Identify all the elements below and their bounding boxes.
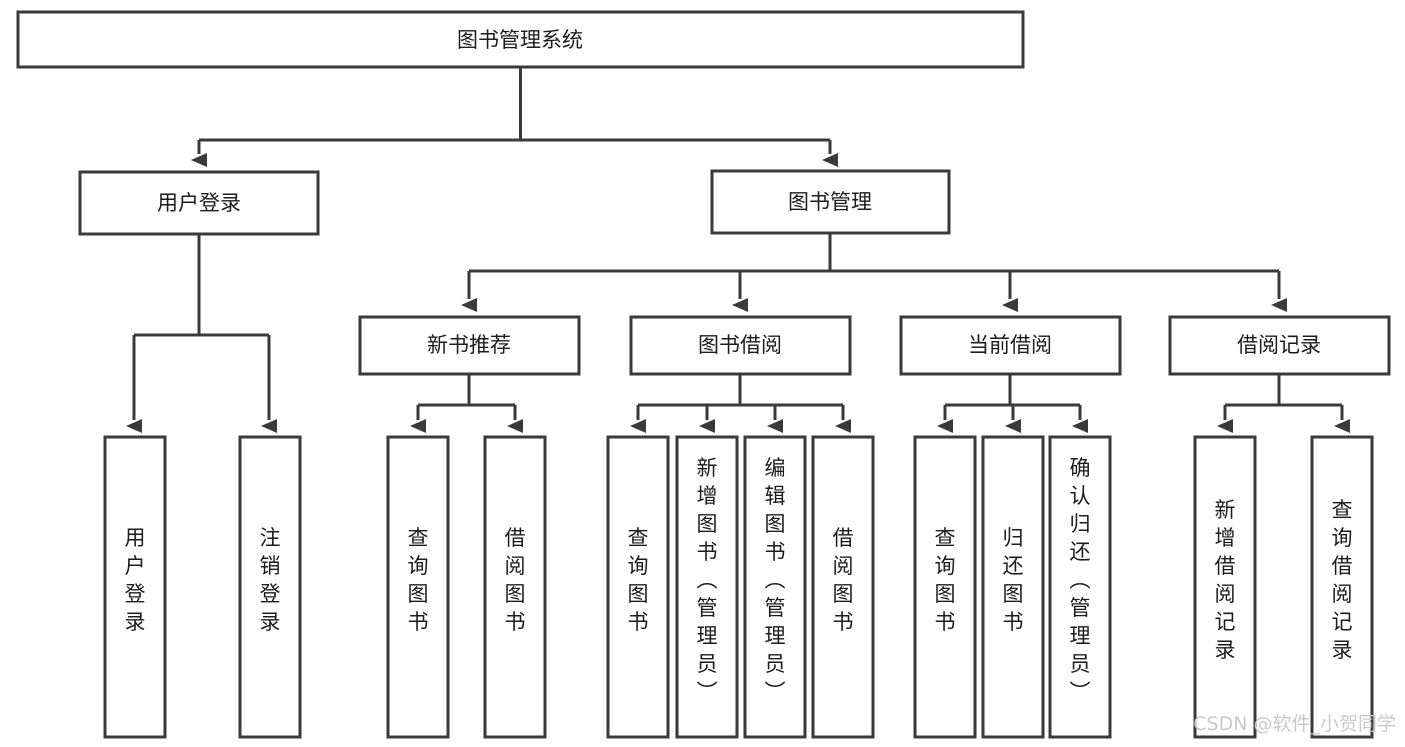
- node-root[interactable]: 图书管理系统: [16, 10, 1025, 69]
- node-leaf-add-record-label: 新增借阅记录: [1215, 498, 1236, 662]
- node-current-borrow[interactable]: 当前借阅: [899, 315, 1122, 376]
- node-book-manage-label: 图书管理: [788, 190, 872, 214]
- node-book-manage[interactable]: 图书管理: [710, 169, 951, 235]
- node-leaf-borrow-book-2[interactable]: 借阅图书: [811, 435, 875, 739]
- edge-recommend-bus: [410, 374, 523, 433]
- node-leaf-borrow-book-2-label: 借阅图书: [833, 526, 854, 634]
- node-new-book-recommend[interactable]: 新书推荐: [358, 315, 581, 376]
- node-current-borrow-box[interactable]: [899, 315, 1122, 376]
- node-leaf-borrow-book-2-box[interactable]: [811, 435, 875, 739]
- node-new-book-recommend-label: 新书推荐: [427, 333, 511, 357]
- node-root-box[interactable]: [16, 10, 1025, 69]
- node-leaf-query-book-1-label: 查询图书: [408, 526, 429, 634]
- node-book-manage-box[interactable]: [710, 169, 951, 235]
- node-book-borrow-box[interactable]: [629, 315, 852, 376]
- node-leaf-return-book-box[interactable]: [981, 435, 1045, 739]
- node-user-login[interactable]: 用户登录: [78, 170, 320, 236]
- node-leaf-query-book-3[interactable]: 查询图书: [913, 435, 977, 739]
- node-leaf-query-record-label: 查询借阅记录: [1332, 498, 1353, 662]
- node-leaf-confirm-return-box[interactable]: [1048, 435, 1112, 739]
- node-leaf-query-book-2[interactable]: 查询图书: [606, 435, 670, 739]
- node-book-borrow-label: 图书借阅: [698, 333, 782, 357]
- node-leaf-return-book[interactable]: 归还图书: [981, 435, 1045, 739]
- node-leaf-edit-book[interactable]: 编辑图书︵管理员︶: [743, 435, 807, 739]
- node-leaf-query-book-1-box[interactable]: [386, 435, 450, 739]
- node-current-borrow-label: 当前借阅: [968, 333, 1052, 357]
- edge-record-bus: [1217, 374, 1350, 433]
- node-leaf-user-login-label: 用户登录: [125, 526, 146, 634]
- node-borrow-record[interactable]: 借阅记录: [1168, 315, 1391, 376]
- node-leaf-query-record-box[interactable]: [1310, 435, 1374, 739]
- node-leaf-confirm-return-label: 确认归还︵管理员︶: [1070, 456, 1091, 704]
- node-leaf-add-record[interactable]: 新增借阅记录: [1193, 435, 1257, 739]
- leaf-nodes: 用户登录 注销登录 查询图书 借阅图书 查询图书: [103, 435, 1374, 739]
- node-leaf-confirm-return[interactable]: 确认归还︵管理员︶: [1048, 435, 1112, 739]
- node-leaf-edit-book-label: 编辑图书︵管理员︶: [765, 456, 786, 704]
- node-leaf-borrow-book-1[interactable]: 借阅图书: [483, 435, 547, 739]
- node-user-login-box[interactable]: [78, 170, 320, 236]
- node-leaf-user-login-box[interactable]: [103, 435, 167, 739]
- node-leaf-add-record-box[interactable]: [1193, 435, 1257, 739]
- node-borrow-record-box[interactable]: [1168, 315, 1391, 376]
- edge-current-bus: [937, 374, 1088, 433]
- node-leaf-edit-book-box[interactable]: [743, 435, 807, 739]
- node-layer: 图书管理系统 用户登录 图书管理 新书推荐 图书借阅: [16, 10, 1391, 739]
- connector-layer: [126, 67, 1350, 433]
- node-leaf-user-login[interactable]: 用户登录: [103, 435, 167, 739]
- node-leaf-borrow-book-1-label: 借阅图书: [505, 526, 526, 634]
- edge-borrow-bus: [630, 374, 851, 433]
- edge-book-manage-bus: [461, 233, 1287, 312]
- node-new-book-recommend-box[interactable]: [358, 315, 581, 376]
- csdn-watermark: CSDN @软件_小贺同学: [1193, 713, 1396, 735]
- node-leaf-query-book-2-box[interactable]: [606, 435, 670, 739]
- node-leaf-return-book-label: 归还图书: [1003, 526, 1024, 634]
- edge-root-bus: [191, 67, 838, 167]
- node-leaf-query-record[interactable]: 查询借阅记录: [1310, 435, 1374, 739]
- node-leaf-add-book-label: 新增图书︵管理员︶: [697, 456, 718, 704]
- node-leaf-borrow-book-1-box[interactable]: [483, 435, 547, 739]
- node-leaf-user-logout-box[interactable]: [238, 435, 302, 739]
- node-leaf-query-book-3-label: 查询图书: [935, 526, 956, 634]
- node-book-borrow[interactable]: 图书借阅: [629, 315, 852, 376]
- node-leaf-add-book-box[interactable]: [675, 435, 739, 739]
- node-leaf-query-book-2-label: 查询图书: [628, 526, 649, 634]
- node-leaf-query-book-1[interactable]: 查询图书: [386, 435, 450, 739]
- node-leaf-query-book-3-box[interactable]: [913, 435, 977, 739]
- node-borrow-record-label: 借阅记录: [1237, 333, 1321, 357]
- edge-user-login-bus: [126, 234, 277, 433]
- node-leaf-user-logout-label: 注销登录: [260, 526, 281, 634]
- node-user-login-label: 用户登录: [157, 191, 241, 215]
- node-leaf-user-logout[interactable]: 注销登录: [238, 435, 302, 739]
- node-leaf-add-book[interactable]: 新增图书︵管理员︶: [675, 435, 739, 739]
- node-root-label: 图书管理系统: [457, 28, 583, 52]
